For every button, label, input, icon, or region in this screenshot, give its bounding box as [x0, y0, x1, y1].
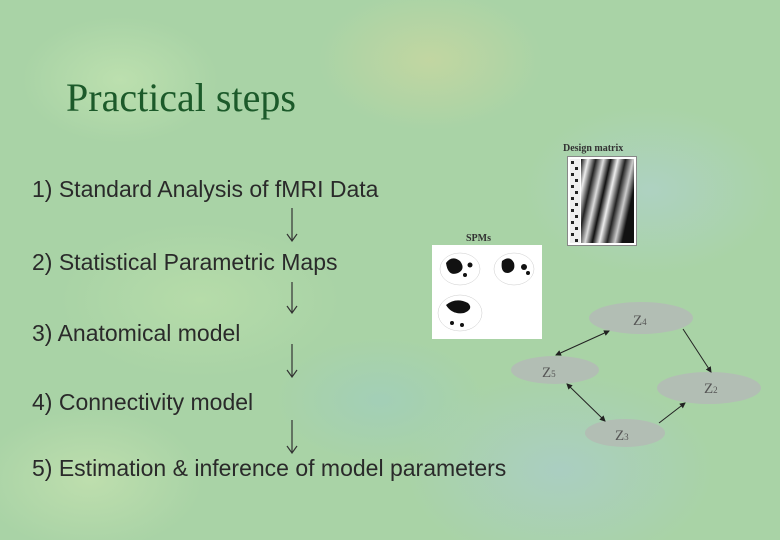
arrow-down-icon — [286, 420, 298, 454]
design-matrix-image — [567, 156, 637, 246]
step-1: 1) Standard Analysis of fMRI Data — [32, 176, 379, 202]
step-4: 4) Connectivity model — [32, 389, 254, 415]
region-z4-node — [589, 302, 693, 334]
arrow-down-icon — [286, 282, 298, 314]
region-z2-node — [657, 372, 761, 404]
region-z5-node — [511, 356, 599, 384]
slide-title: Practical steps — [66, 75, 296, 120]
connection-z5-z4 — [555, 330, 610, 356]
arrow-down-icon — [286, 208, 298, 242]
region-z4-label: Z4 — [633, 313, 647, 329]
connection-z5-z3 — [566, 383, 606, 422]
connectivity-diagram: Z4 Z5 Z2 Z3 — [511, 302, 761, 447]
connection-z2-z3 — [658, 402, 686, 424]
spm-image — [432, 245, 542, 339]
spm-label: SPMs — [466, 233, 491, 244]
connection-z4-z2 — [682, 328, 712, 373]
step-3: 3) Anatomical model — [32, 320, 241, 346]
design-matrix-label: Design matrix — [563, 143, 624, 154]
region-z3-node — [585, 419, 665, 447]
arrow-down-icon — [286, 344, 298, 378]
step-5: 5) Estimation & inference of model param… — [32, 455, 507, 481]
region-z5-label: Z5 — [542, 365, 556, 381]
region-z3-label: Z3 — [615, 428, 629, 444]
region-z2-label: Z2 — [704, 381, 718, 397]
step-2: 2) Statistical Parametric Maps — [32, 249, 338, 275]
